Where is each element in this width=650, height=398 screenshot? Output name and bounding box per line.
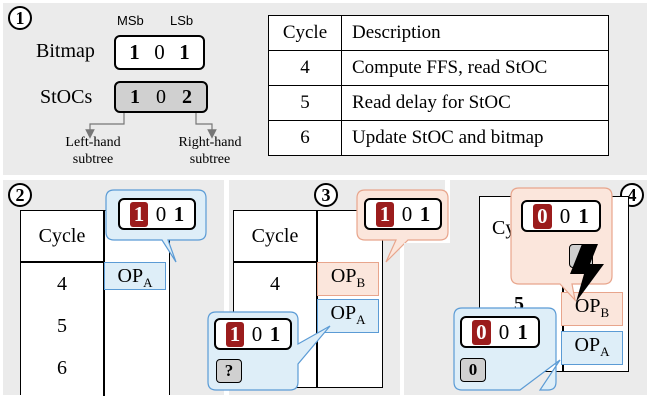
subtree-arrows	[85, 113, 217, 139]
lsb-label: LSb	[170, 13, 194, 28]
panel-2-op-a: OPA	[104, 262, 166, 290]
panel-3-unknown-stoc: ?	[216, 359, 242, 383]
stoc-value-2: 2	[182, 85, 192, 108]
cycle-description-table: Cycle Description 4 Compute FFS, read St…	[268, 15, 609, 156]
bitmap-bit-lsb: 1	[179, 40, 190, 64]
panel-3-op-b: OPB	[317, 262, 379, 296]
panel-3-bottom-bitmap: 1 0 1	[214, 318, 292, 350]
panel-4-top-bitmap: 0 0 1	[521, 200, 601, 232]
stoc-value-0: 1	[130, 85, 140, 108]
left-subtree-label: Left-hand subtree	[65, 135, 121, 167]
panel-4-cycle-header: Cy	[492, 217, 516, 239]
panel-4-zero-stoc: 0	[460, 358, 486, 382]
panel-4-op-b: OPB	[561, 292, 623, 326]
panel-2-number: 2	[8, 183, 32, 207]
header-description: Description	[341, 15, 609, 51]
panel-3-cycle-header: Cycle	[251, 225, 299, 247]
panel-1-number: 1	[8, 6, 32, 30]
panel-3-number: 3	[314, 183, 338, 207]
bitmap-label: Bitmap	[36, 40, 95, 62]
panel-2-cycle-table: Cycle 4 5 6	[20, 210, 170, 396]
stocs-label: StOCs	[40, 86, 93, 108]
bitmap-bit-msb: 1	[129, 40, 140, 64]
stocs-box: 1 0 2	[114, 81, 208, 113]
right-subtree-label: Right-hand subtree	[178, 135, 242, 167]
panel-2-cycle-header: Cycle	[38, 225, 86, 247]
msb-label: MSb	[117, 13, 144, 28]
table-row: 6 Update StOC and bitmap	[268, 120, 609, 156]
bitmap-bit-mid: 0	[154, 40, 165, 64]
panel-4-bottom-bitmap: 0 0 1	[460, 316, 540, 348]
table-row: 4 Compute FFS, read StOC	[268, 50, 609, 86]
bitmap-box: 1 0 1	[114, 35, 205, 70]
panel-3-op-a: OPA	[317, 299, 379, 333]
table-header-row: Cycle Description	[268, 15, 609, 51]
panel-3-top-bitmap: 1 0 1	[364, 198, 442, 230]
stoc-value-1: 0	[156, 85, 166, 108]
panel-4-op-a: OPA	[561, 331, 623, 365]
header-cycle: Cycle	[268, 15, 342, 51]
lightning-icon	[570, 244, 604, 302]
panel-2-bitmap: 1 0 1	[118, 198, 196, 230]
